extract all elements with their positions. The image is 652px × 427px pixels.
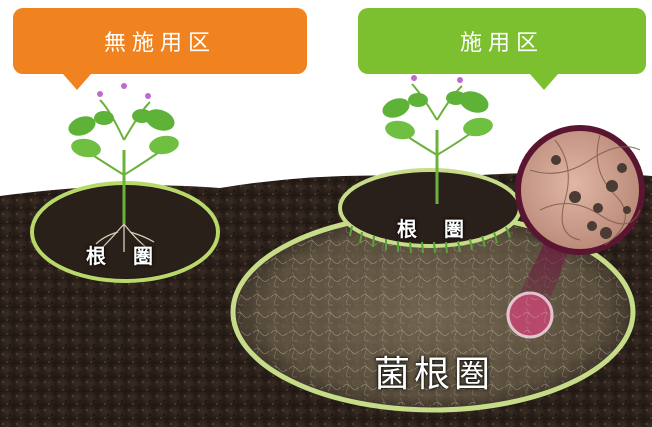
no-application-label: 無施用区 (103, 31, 216, 56)
no-application-callout: 無施用区 (13, 8, 307, 90)
root-zone-left-label: 根 圏 (86, 244, 163, 268)
magnifier-lens (515, 125, 645, 255)
root-zone-right-label: 根 圏 (397, 217, 474, 241)
application-callout: 施用区 (358, 8, 646, 90)
mycorrhizosphere-label: 菌根圏 (374, 354, 495, 395)
application-label: 施用区 (459, 31, 544, 56)
plant-right-illustration (382, 67, 493, 204)
plant-left-illustration (68, 83, 179, 252)
